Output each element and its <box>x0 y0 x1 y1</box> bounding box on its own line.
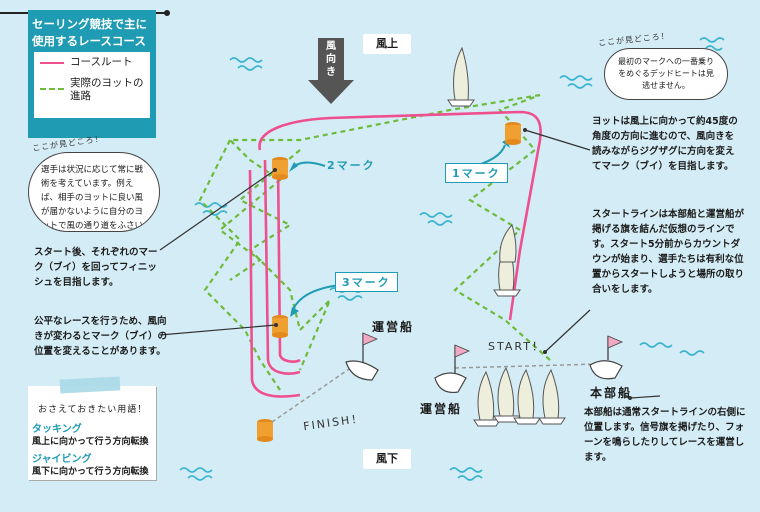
fair-race-description: 公平なレースを行うため、風向きが変わるとマーク（ブイ）の位置を変えることがありま… <box>34 316 168 357</box>
callout-right-bubble: 最初のマークへの一番乗りをめぐるデッドヒートは見逃せません。 <box>604 48 728 100</box>
buoy-finish <box>257 419 273 442</box>
yacht <box>513 368 541 425</box>
yachts <box>447 46 566 427</box>
terms-note <box>28 386 156 480</box>
terms-title: おさえておきたい用語！ <box>38 405 148 415</box>
committee-boat-top <box>345 332 379 381</box>
yacht <box>499 224 517 263</box>
buoy-mark3 <box>272 315 288 338</box>
finish-description: スタート後、それぞれのマーク（ブイ）を回ってフィニッシュを目指します。 <box>34 247 158 288</box>
buoy-mark1 <box>505 122 521 145</box>
mark3-label: 3マーク <box>335 272 398 292</box>
legend-path-swatch <box>40 88 64 90</box>
mark1-label: 1マーク <box>445 163 508 183</box>
term1-name: タッキング <box>32 424 82 435</box>
callout-left-bubble: 選手は状況に応じて常に戦術を考えています。例えば、相手のヨットに良い風が届かない… <box>28 152 160 232</box>
yacht <box>493 366 521 423</box>
committee-boat-bottom <box>434 344 471 394</box>
legend-route-swatch <box>40 62 64 64</box>
headquarters-boat-label: 本部船 <box>590 386 633 400</box>
course-route-line <box>248 110 542 398</box>
start-line <box>454 363 601 369</box>
committee-boat-bottom-label: 運営船 <box>420 402 463 416</box>
callout-right-text: 最初のマークへの一番乗りをめぐるデッドヒートは見逃せません。 <box>618 57 714 90</box>
upwind-label: 風上 <box>363 34 411 54</box>
mark2-arrowhead <box>289 162 298 172</box>
buoy-mark2 <box>272 157 288 180</box>
yacht <box>447 46 475 107</box>
finish-line <box>271 366 353 423</box>
term2-desc: 風下に向かって行う方向転換 <box>32 467 149 477</box>
legend-title: セーリング競技で主に使用するレースコース <box>32 17 147 48</box>
legend-path-label: 実際のヨットの進路 <box>70 77 144 102</box>
yacht-path-line <box>198 93 551 391</box>
wind-direction-label: 風向き <box>326 41 336 78</box>
leader-lines <box>159 129 661 399</box>
yacht <box>538 368 566 425</box>
header-dot <box>164 10 170 16</box>
mark3-arrowhead <box>290 307 299 317</box>
upwind-description: ヨットは風上に向かって約45度の角度の方向に進むので、風向きを読みながらジグザグ… <box>592 116 738 172</box>
term2-name: ジャイビング <box>32 454 92 465</box>
headquarters-description: 本部船は通常スタートラインの右側に位置します。信号旗を掲げたり、フォーンを鳴らし… <box>584 407 746 463</box>
headquarters-boat <box>589 335 624 380</box>
start-label: START！ <box>488 340 545 353</box>
term1-desc: 風上に向かって行う方向転換 <box>32 437 149 447</box>
legend-route-label: コースルート <box>70 56 133 68</box>
callout-left-text: 選手は状況に応じて常に戦術を考えています。例えば、相手のヨットに良い風が届かない… <box>41 165 144 231</box>
yacht <box>473 370 501 427</box>
wind-arrow <box>308 38 354 104</box>
committee-boat-top-label: 運営船 <box>372 320 415 334</box>
downwind-label: 風下 <box>363 449 411 469</box>
buoys <box>257 122 521 442</box>
mark1-arrowhead <box>502 139 510 148</box>
start-line-description: スタートラインは本部船と運営船が掲げる旗を結んだ仮想のラインです。スタート5分前… <box>592 209 745 295</box>
mark2-label: 2マーク <box>327 159 376 172</box>
